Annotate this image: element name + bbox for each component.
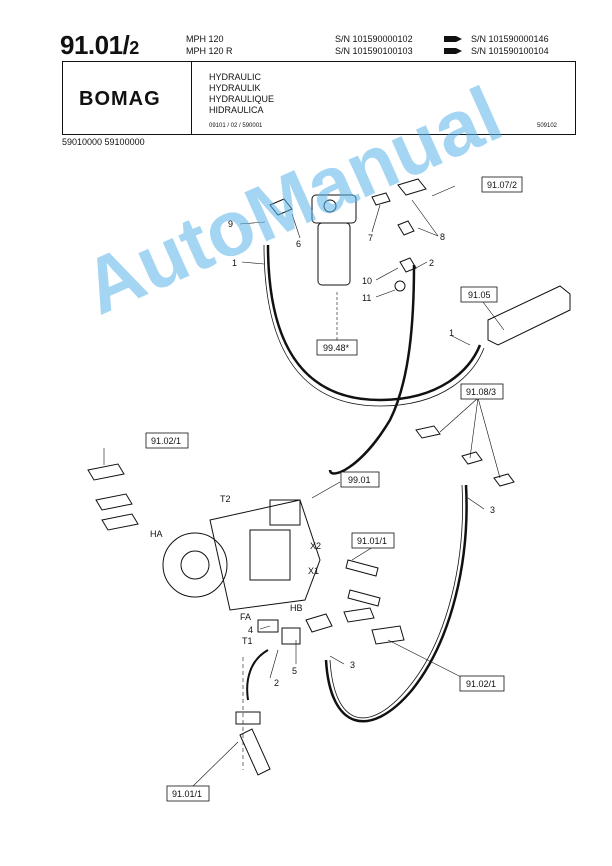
callout-ha: HA [150,529,163,539]
document-codes: 59010000 59100000 [62,137,145,147]
page-number: 91.01/2 [60,30,139,61]
model-1: MPH 120 [186,34,224,44]
filter-bowl [317,222,351,286]
callout-labels: 9 6 7 8 1 2 10 11 1 3 T2 HA X2 X1 FA HB … [150,219,495,688]
callout-t2: T2 [220,494,231,504]
serial-from-1: S/N 101590000102 [335,34,413,44]
pump-flange [162,532,228,598]
callout-6: 6 [296,239,301,249]
callout-7: 7 [368,233,373,243]
arrow-right-icon [444,36,462,42]
callout-2: 2 [429,258,434,268]
ref-box-91-07-2: 91.07/2 [481,176,523,193]
callout-10: 10 [362,276,372,286]
ref-box-91-02-1-top: 91.02/1 [145,432,189,449]
leader-lines [103,185,505,788]
callout-9: 9 [228,219,233,229]
title-de: HYDRAULIK [209,83,261,93]
ref-91-01-1-bottom: 91.01/1 [172,789,202,799]
ref-91-07-2: 91.07/2 [487,180,517,190]
reference-right: 509102 [537,123,558,129]
ref-box-91-01-1-mid: 91.01/1 [351,532,395,549]
callout-3b: 3 [350,660,355,670]
brand-logo: BOMAG [79,88,161,110]
title-es: HIDRAULICA [209,105,264,115]
callout-t1: T1 [242,636,253,646]
ref-box-91-05: 91.05 [460,286,498,303]
callout-8: 8 [440,232,445,242]
arrow-right-icon [444,48,462,54]
serial-from-2: S/N 101590100103 [335,46,413,56]
drawing-lines [87,178,571,776]
serial-to-2: S/N 101590100104 [471,46,549,56]
logo-cell: BOMAG [63,62,192,134]
ref-99-48: 99.48* [323,343,350,353]
ref-box-91-02-1-bottom: 91.02/1 [459,675,505,692]
callout-3: 3 [490,505,495,515]
ref-box-99-01: 99.01 [340,471,380,488]
ref-box-91-08-3: 91.08/3 [460,383,504,400]
callout-fa: FA [240,612,251,622]
callout-11: 11 [362,293,371,303]
pump-body [209,499,321,611]
ref-91-05: 91.05 [468,290,491,300]
ref-box-99-48: 99.48* [316,339,358,356]
callout-x2: X2 [310,541,321,551]
ref-91-08-3: 91.08/3 [466,387,496,397]
callout-2b: 2 [274,678,279,688]
title-block: BOMAG HYDRAULIC HYDRAULIK HYDRAULIQUE HI… [62,61,576,135]
serial-to-1: S/N 101590000146 [471,34,549,44]
ref-box-91-01-1-bottom: 91.01/1 [166,785,210,802]
reference-left: 09101 / 02 / 590001 [209,123,263,129]
reference-boxes: 91.07/2 91.05 99.48* 91.08/3 91.02/1 99.… [145,176,523,802]
ref-91-01-1-mid: 91.01/1 [357,536,387,546]
hose-2 [328,264,416,475]
callout-4: 4 [248,625,253,635]
hose-bottom [246,649,269,701]
ref-99-01: 99.01 [348,475,371,485]
title-list: HYDRAULIC HYDRAULIK HYDRAULIQUE HIDRAULI… [209,72,274,116]
model-2: MPH 120 R [186,46,233,56]
hose-1-inner [263,244,485,407]
ref-91-02-1-bottom: 91.02/1 [466,679,496,689]
title-en: HYDRAULIC [209,72,262,82]
title-fr: HYDRAULIQUE [209,94,275,104]
ref-91-02-1-top: 91.02/1 [151,436,181,446]
callout-x1: X1 [308,566,319,576]
manifold-block [487,285,571,346]
hose-3 [324,484,468,723]
hose-1 [266,244,482,402]
page-number-sub: 2 [129,38,139,58]
page-number-main: 91.01/ [60,30,130,60]
callout-5: 5 [292,666,297,676]
callout-1: 1 [232,258,237,268]
callout-1b: 1 [449,328,454,338]
callout-hb: HB [290,603,303,613]
